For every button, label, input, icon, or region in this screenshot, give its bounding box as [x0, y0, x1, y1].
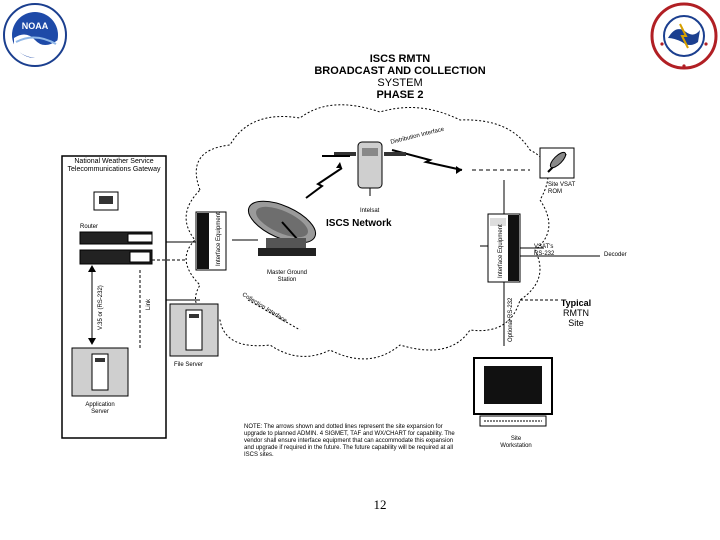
- typical-site-line-2: RMTN: [563, 308, 589, 318]
- typical-site-label: Typical RMTN Site: [556, 298, 596, 328]
- decoder-label: Decoder: [604, 252, 627, 258]
- router-label: Router: [80, 224, 99, 230]
- iscs-network-cloud: [185, 104, 550, 360]
- nws-gateway-box: [61, 155, 167, 439]
- expansion-note: NOTE: The arrows shown and dotted lines …: [244, 424, 455, 458]
- left-rack-label: Interface Equipment: [216, 212, 222, 266]
- diagram-title: ISCS RMTN BROADCAST AND COLLECTION SYSTE…: [290, 53, 510, 101]
- nws-gateway-label: National Weather Service Telecommunicati…: [67, 158, 161, 173]
- nws-logo: [650, 2, 718, 70]
- typical-site-line-3: Site: [568, 318, 584, 328]
- title-line-2: BROADCAST AND COLLECTION: [314, 65, 486, 77]
- application-server-label: Application Server: [85, 402, 115, 415]
- downlink-bolt: [391, 149, 463, 171]
- file-server-label: File Server: [174, 362, 204, 368]
- noaa-logo: NOAA: [2, 2, 68, 68]
- satellite-label: Intelsat: [360, 208, 380, 214]
- site-vsat-label: Site VSAT ROM: [548, 182, 576, 195]
- svg-text:NOAA: NOAA: [22, 21, 49, 31]
- master-ground-station-label: Master Ground Station: [266, 270, 308, 283]
- right-rack-label: Interface Equipment: [498, 224, 504, 278]
- title-line-4: PHASE 2: [376, 89, 424, 101]
- title-line-1: ISCS RMTN: [369, 53, 431, 65]
- site-workstation-label: Site Workstation: [500, 436, 532, 449]
- page-number: 12: [373, 497, 387, 512]
- fs-link-label: Link: [146, 298, 152, 310]
- optional-rs232-label: Optional RS-232: [508, 297, 514, 342]
- title-line-3: SYSTEM: [377, 77, 423, 89]
- vsat-rs232-label: VSAT's RS-232: [534, 244, 555, 257]
- uplink-bolt: [305, 167, 343, 199]
- iscs-network-label: ISCS Network: [326, 218, 392, 229]
- typical-site-line-1: Typical: [560, 298, 592, 308]
- rs232-left-label: V.35 or (RS-232): [98, 285, 104, 330]
